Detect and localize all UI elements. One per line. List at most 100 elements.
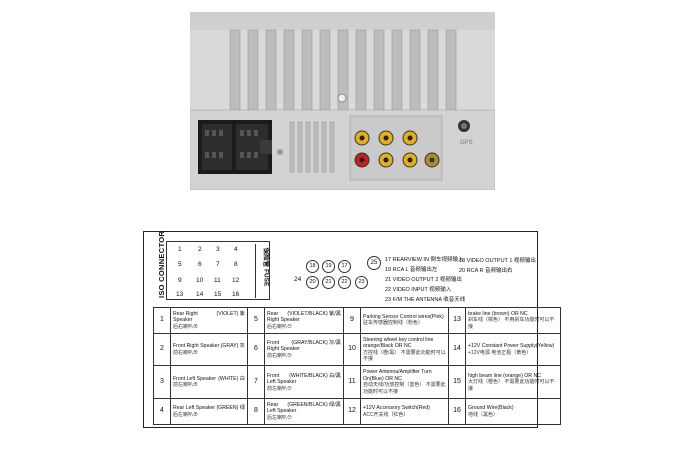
wire-label-cn: 后左喇叭⊖	[267, 414, 293, 421]
wire-label-cn: 地线（黑色）	[468, 411, 499, 418]
pin-16: 16	[232, 291, 240, 298]
legend-17: 17 REARVIEW IN 倒车视频输入	[385, 257, 464, 263]
rca-18: 18	[306, 260, 319, 273]
wire-label-cn: 后右喇叭⊕	[173, 323, 199, 330]
wire-label: high beam line (orange) OR NC	[468, 372, 541, 379]
iso-connector-title: ISO CONNECTOR	[150, 231, 166, 298]
wire-color: (VIOLET) 紫	[216, 310, 245, 317]
wire-color: (WHITE/BLACK) 白/黑	[289, 372, 341, 379]
head-unit-rear-view	[190, 12, 495, 190]
wire-color: (VIOLET/BLACK) 紫/黑	[287, 310, 341, 317]
wire-label: Steering wheel key control line orange/B…	[363, 336, 434, 350]
wire-pin-number: 15	[448, 365, 466, 400]
wire-color: (GREEN) 绿	[216, 405, 245, 412]
wire-pin-number: 6	[247, 332, 265, 367]
wire-color: (GRAY/BLACK) 灰/黑	[291, 339, 341, 346]
wire-color: (WHITE) 白	[218, 375, 245, 382]
wire-label-cn: 前右喇叭⊕	[173, 349, 199, 356]
pin-1: 1	[178, 246, 182, 253]
wire-pin-number: 7	[247, 365, 265, 400]
wire-label: brake line (brown) OR NC	[468, 310, 528, 317]
wire-label: Rear Right Speaker	[173, 310, 198, 324]
wire-pin-number: 11	[343, 365, 361, 400]
wire-label: Parking Sensor Control wires(Pink)	[363, 313, 444, 320]
wire-pin-number: 5	[247, 307, 265, 334]
wire-label-cn: 前左喇叭⊕	[173, 382, 199, 389]
wire-label: Power Antenna/Amplifier Turn On(Blue) OR…	[363, 369, 432, 382]
pin-13: 13	[176, 291, 184, 298]
fuse-box	[255, 244, 268, 298]
wire-pin-number: 8	[247, 398, 265, 425]
pin-3: 3	[216, 246, 220, 253]
rca-23: 23	[355, 276, 368, 289]
rca-21: 21	[322, 276, 335, 289]
legend-22: 22 VIDEO INPUT 视频输入	[385, 287, 452, 293]
wire-label-cn: +12V电源 电池正极（黄色）	[468, 349, 532, 356]
wire-description: Parking Sensor Control wires(Pink)驻车传感器控…	[360, 307, 449, 334]
wire-label-cn: 前左喇叭⊖	[267, 385, 293, 392]
wire-label-cn: 后左喇叭⊕	[173, 411, 199, 418]
wire-label: +12V Accessory Switch(Red)	[363, 405, 431, 412]
pin-15: 15	[214, 291, 222, 298]
legend-19: 19 RCA L 音频输出左	[385, 267, 438, 273]
wire-label-cn: ACC开关线（红色）	[363, 411, 409, 418]
wire-description: Steering wheel key control line orange/B…	[360, 332, 449, 367]
rca-19: 19	[322, 260, 335, 273]
wire-description: +12V Constant Power Supply(Yellow)+12V电源…	[465, 332, 561, 367]
wire-label: Front Right Speaker	[173, 343, 220, 350]
rca-20: 20	[306, 276, 319, 289]
wire-pin-number: 4	[153, 398, 171, 425]
pin-7: 7	[216, 261, 220, 268]
gps-label: GPS	[460, 140, 473, 146]
fuse-label: 保险管 FUSE	[262, 247, 270, 287]
wire-pin-number: 1	[153, 307, 171, 334]
pin-9: 9	[178, 277, 182, 284]
legend-21: 21 VIDEO OUTPUT 2 视频输出	[385, 277, 462, 283]
wire-pin-number: 12	[343, 398, 361, 425]
pin-12: 12	[232, 277, 240, 284]
legend-20: 20 RCA R 音频输出右	[459, 268, 513, 274]
wire-pin-number: 2	[153, 332, 171, 367]
rca-24: 24	[294, 276, 302, 283]
wire-description: Power Antenna/Amplifier Turn On(Blue) OR…	[360, 365, 449, 400]
pin-14: 14	[196, 291, 204, 298]
wire-label-cn: 驻车传感器控制线（粉色）	[363, 320, 424, 327]
wire-label: Rear Left Speaker	[267, 401, 297, 415]
wire-label: Front Right Speaker	[267, 339, 300, 353]
wire-description: +12V Accessory Switch(Red)ACC开关线（红色）	[360, 398, 449, 425]
wire-label-cn: 刹车线（棕色） 不用刹车功能时可以不接	[468, 317, 555, 330]
wire-label: Ground Wire(Black)	[468, 405, 514, 412]
wire-label-cn: 大灯线（橙色） 不需要此功能时可以不接	[468, 379, 555, 392]
wire-pin-number: 16	[448, 398, 466, 425]
rca-17: 17	[338, 260, 351, 273]
wire-pin-number: 13	[448, 307, 466, 334]
wire-label-cn: 后右喇叭⊖	[267, 323, 293, 330]
wire-pin-number: 3	[153, 365, 171, 400]
wire-pin-number: 9	[343, 307, 361, 334]
iso-connector-label: ISO CONNECTOR	[157, 230, 167, 299]
wire-pin-number: 14	[448, 332, 466, 367]
wire-pin-number: 10	[343, 332, 361, 367]
wire-label-cn: 方控线（橙/黑） 不需要此功能时可以不接	[363, 349, 446, 363]
wire-description: Ground Wire(Black)地线（黑色）	[465, 398, 561, 425]
wire-label: Front Left Speaker	[267, 372, 297, 386]
legend-23: 23 F/M THE ANTENNA 收音天线	[385, 297, 466, 303]
pin-11: 11	[214, 277, 221, 284]
wire-label: +12V Constant Power Supply(Yellow)	[468, 343, 555, 350]
rca-25: 25	[367, 256, 381, 270]
pin-5: 5	[178, 261, 182, 268]
legend-18: 18 VIDEO OUTPUT 1 视频输出	[459, 258, 536, 264]
